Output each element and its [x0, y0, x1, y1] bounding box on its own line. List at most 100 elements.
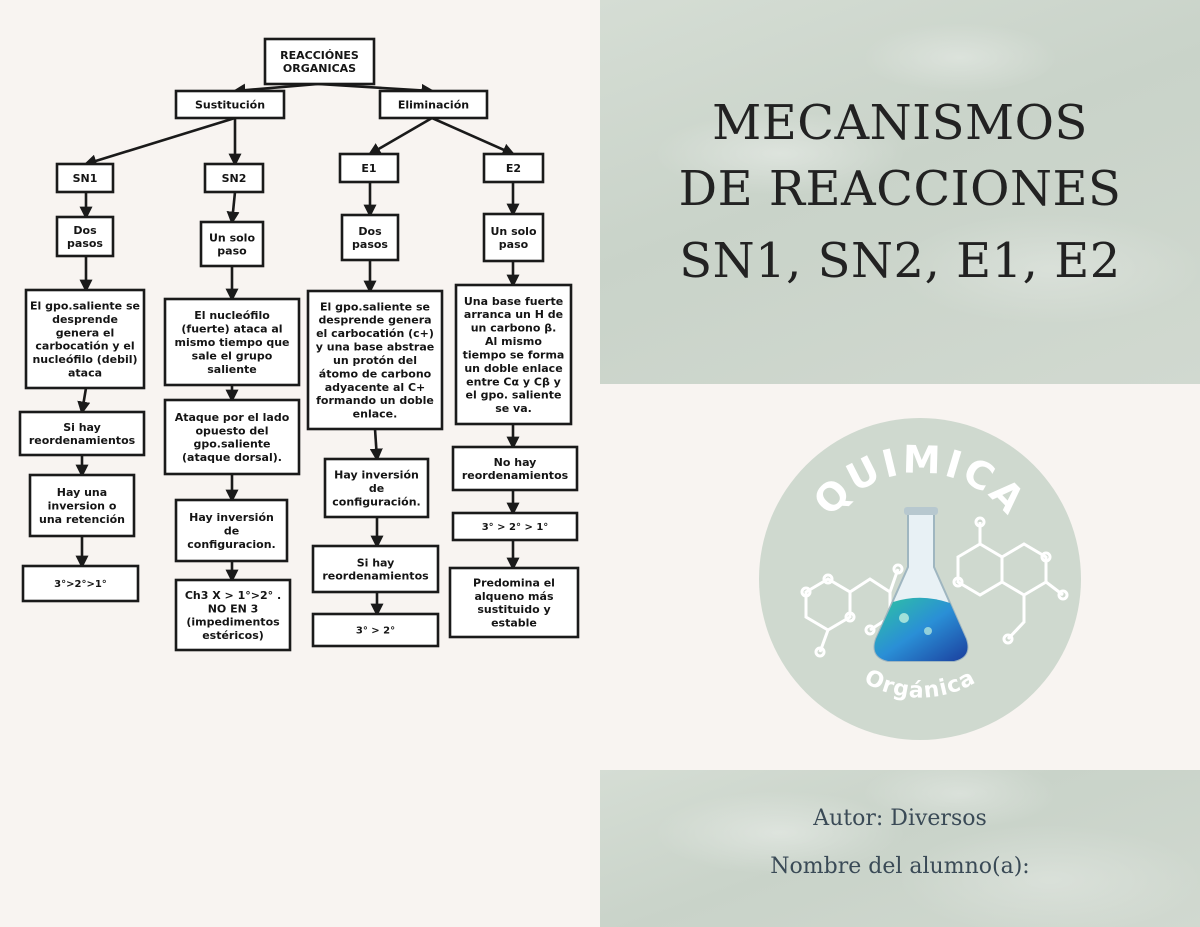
- e1-reord-box-line: reordenamientos: [322, 570, 429, 583]
- sn1-inv-box-line: una retención: [39, 513, 125, 526]
- e1-desc-box-line: adyacente al C+: [325, 381, 426, 394]
- e2-result-box-line: estable: [491, 617, 537, 630]
- sn1-reord-box-line: reordenamientos: [29, 434, 136, 447]
- e1-desc-box-line: y una base abstrae: [316, 341, 434, 354]
- sn2-order-box-line: (impedimentos: [186, 616, 280, 629]
- flask-molecule-icon: [873, 507, 969, 662]
- e2-desc-box-line: el gpo. saliente: [466, 389, 562, 402]
- e2-desc-box-line: un doble enlace: [464, 362, 562, 375]
- sn2-attack-box-line: opuesto del: [195, 424, 268, 437]
- sn2-order-box-line: NO EN 3: [208, 602, 259, 615]
- e2-reord-box-line: No hay: [494, 456, 537, 469]
- sn2-label-box-line: SN2: [222, 172, 247, 185]
- e2-steps-box-line: Un solo: [490, 225, 536, 238]
- flow-arrow: [83, 116, 236, 168]
- e2-result-box-line: Predomina el: [473, 576, 555, 589]
- e1-desc-box-line: desprende genera: [318, 314, 431, 327]
- flow-arrow: [367, 116, 433, 156]
- eliminacion-box: Eliminación: [378, 89, 489, 120]
- e1-label-box: E1: [338, 152, 400, 184]
- sn1-label-box: SN1: [55, 162, 115, 194]
- sn1-order-box-line: 3°>2°>1°: [54, 579, 107, 590]
- e2-desc-box-line: se va.: [495, 402, 532, 415]
- sn2-order-box: Ch3 X > 1°>2° .NO EN 3(impedimentosestér…: [174, 578, 292, 652]
- e2-desc-box-line: arranca un H de: [464, 308, 563, 321]
- root-box-line: REACCIÓNES: [280, 49, 359, 62]
- e2-result-box-line: alqueno más: [474, 590, 553, 603]
- flow-arrow: [77, 387, 91, 415]
- sn2-steps-box-line: Un solo: [209, 231, 255, 244]
- e1-label-box-line: E1: [361, 162, 376, 175]
- flow-arrow: [369, 428, 383, 462]
- e1-desc-box-line: el carbocatión (c+): [316, 327, 434, 340]
- e2-desc-box-line: tiempo se forma: [463, 348, 565, 361]
- e1-desc-box-line: El gpo.saliente se: [320, 300, 430, 313]
- sn1-steps-box-line: pasos: [67, 237, 103, 250]
- sn2-inv-box-line: configuracion.: [187, 538, 275, 551]
- root-box-line: ORGANICAS: [283, 62, 356, 75]
- e2-desc-box-line: Una base fuerte: [464, 295, 563, 308]
- title-line-1: MECANISMOS: [712, 95, 1088, 151]
- e2-label-box: E2: [482, 152, 545, 184]
- e2-desc-box-line: Al mismo: [485, 335, 542, 348]
- sn2-order-box-line: Ch3 X > 1°>2° .: [185, 589, 281, 602]
- sn2-desc-box-line: (fuerte) ataca al: [181, 323, 282, 336]
- e1-steps-box-line: Dos: [358, 225, 382, 238]
- sn1-desc-box-line: desprende: [52, 313, 118, 326]
- sn1-reord-box-line: Si hay: [63, 421, 101, 434]
- sn1-inv-box-line: Hay una: [57, 486, 107, 499]
- sustitucion-box: Sustitución: [174, 89, 286, 120]
- sn2-attack-box-line: (ataque dorsal).: [182, 451, 282, 464]
- title-line-3: SN1, SN2, E1, E2: [679, 233, 1121, 289]
- flow-arrow: [226, 191, 240, 225]
- sn2-order-box-line: estéricos): [202, 629, 264, 642]
- sn2-desc-box-line: mismo tiempo que: [174, 336, 289, 349]
- e2-steps-box-line: paso: [499, 238, 529, 251]
- sn2-desc-box-line: saliente: [207, 363, 257, 376]
- sn1-desc-box-line: ataca: [68, 367, 102, 380]
- e1-inv-box-line: de: [369, 482, 384, 495]
- e1-desc-box-line: formando un doble: [316, 394, 434, 407]
- quimica-organica-logo: QUIMICA Orgánica: [759, 418, 1081, 740]
- e1-inv-box-line: configuración.: [332, 495, 420, 508]
- sn1-desc-box-line: nucleófilo (debil): [32, 353, 137, 366]
- molecule-right-icon: [952, 516, 1069, 645]
- author-label: Autor: Diversos: [813, 806, 987, 831]
- sn1-label-box-line: SN1: [73, 172, 98, 185]
- title-line-2: DE REACCIONES: [678, 161, 1122, 217]
- sustitucion-box-line: Sustitución: [195, 98, 265, 111]
- sn1-inv-box-line: inversion o: [48, 499, 117, 512]
- sn2-attack-box-line: gpo.saliente: [193, 438, 270, 451]
- eliminacion-box-line: Eliminación: [398, 98, 469, 111]
- e2-order-box-line: 3° > 2° > 1°: [482, 522, 549, 533]
- sn2-desc-box-line: sale el grupo: [192, 349, 273, 362]
- e2-desc-box-line: entre Cα y Cβ y: [466, 375, 561, 388]
- e2-order-box: 3° > 2° > 1°: [451, 511, 579, 542]
- student-name-label: Nombre del alumno(a):: [770, 854, 1030, 879]
- author-panel: Autor: Diversos Nombre del alumno(a):: [600, 770, 1200, 927]
- sn2-attack-box-line: Ataque por el lado: [175, 411, 290, 424]
- e1-steps-box-line: pasos: [352, 238, 388, 251]
- e1-inv-box-line: Hay inversión: [334, 469, 419, 482]
- e1-order-box-line: 3° > 2°: [356, 626, 395, 637]
- e1-order-box: 3° > 2°: [311, 612, 440, 648]
- title-panel: MECANISMOS DE REACCIONES SN1, SN2, E1, E…: [600, 0, 1200, 384]
- e1-desc-box-line: un protón del: [333, 354, 417, 367]
- sn2-steps-box-line: paso: [217, 245, 247, 258]
- e1-reord-box-line: Si hay: [357, 556, 395, 569]
- e2-desc-box-line: un carbono β.: [471, 322, 557, 335]
- sn2-desc-box-line: El nucleófilo: [194, 309, 270, 322]
- sn1-desc-box-line: genera el: [56, 326, 115, 339]
